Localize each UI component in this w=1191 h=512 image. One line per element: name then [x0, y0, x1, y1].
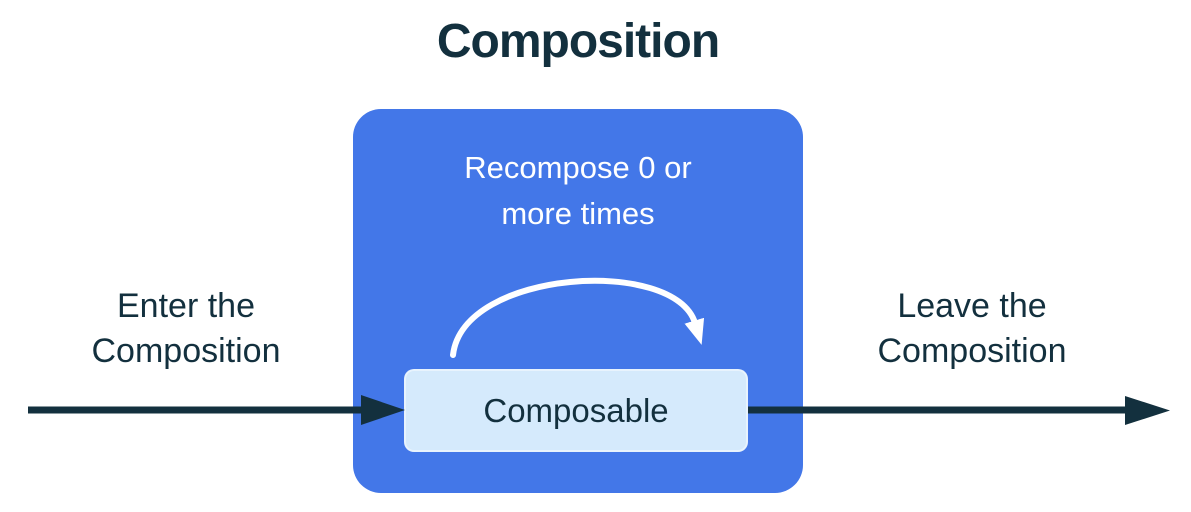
- enter-arrow-icon: [28, 395, 405, 425]
- enter-composition-label: Enter the Composition: [91, 287, 281, 370]
- leave-composition-label: Leave the Composition: [877, 287, 1067, 370]
- recompose-label: Recompose 0 or more times: [464, 150, 692, 231]
- composable-label: Composable: [483, 391, 669, 429]
- diagram-title: Composition: [436, 15, 720, 68]
- composable-box: Composable: [404, 369, 748, 452]
- leave-arrow-icon: [748, 396, 1170, 425]
